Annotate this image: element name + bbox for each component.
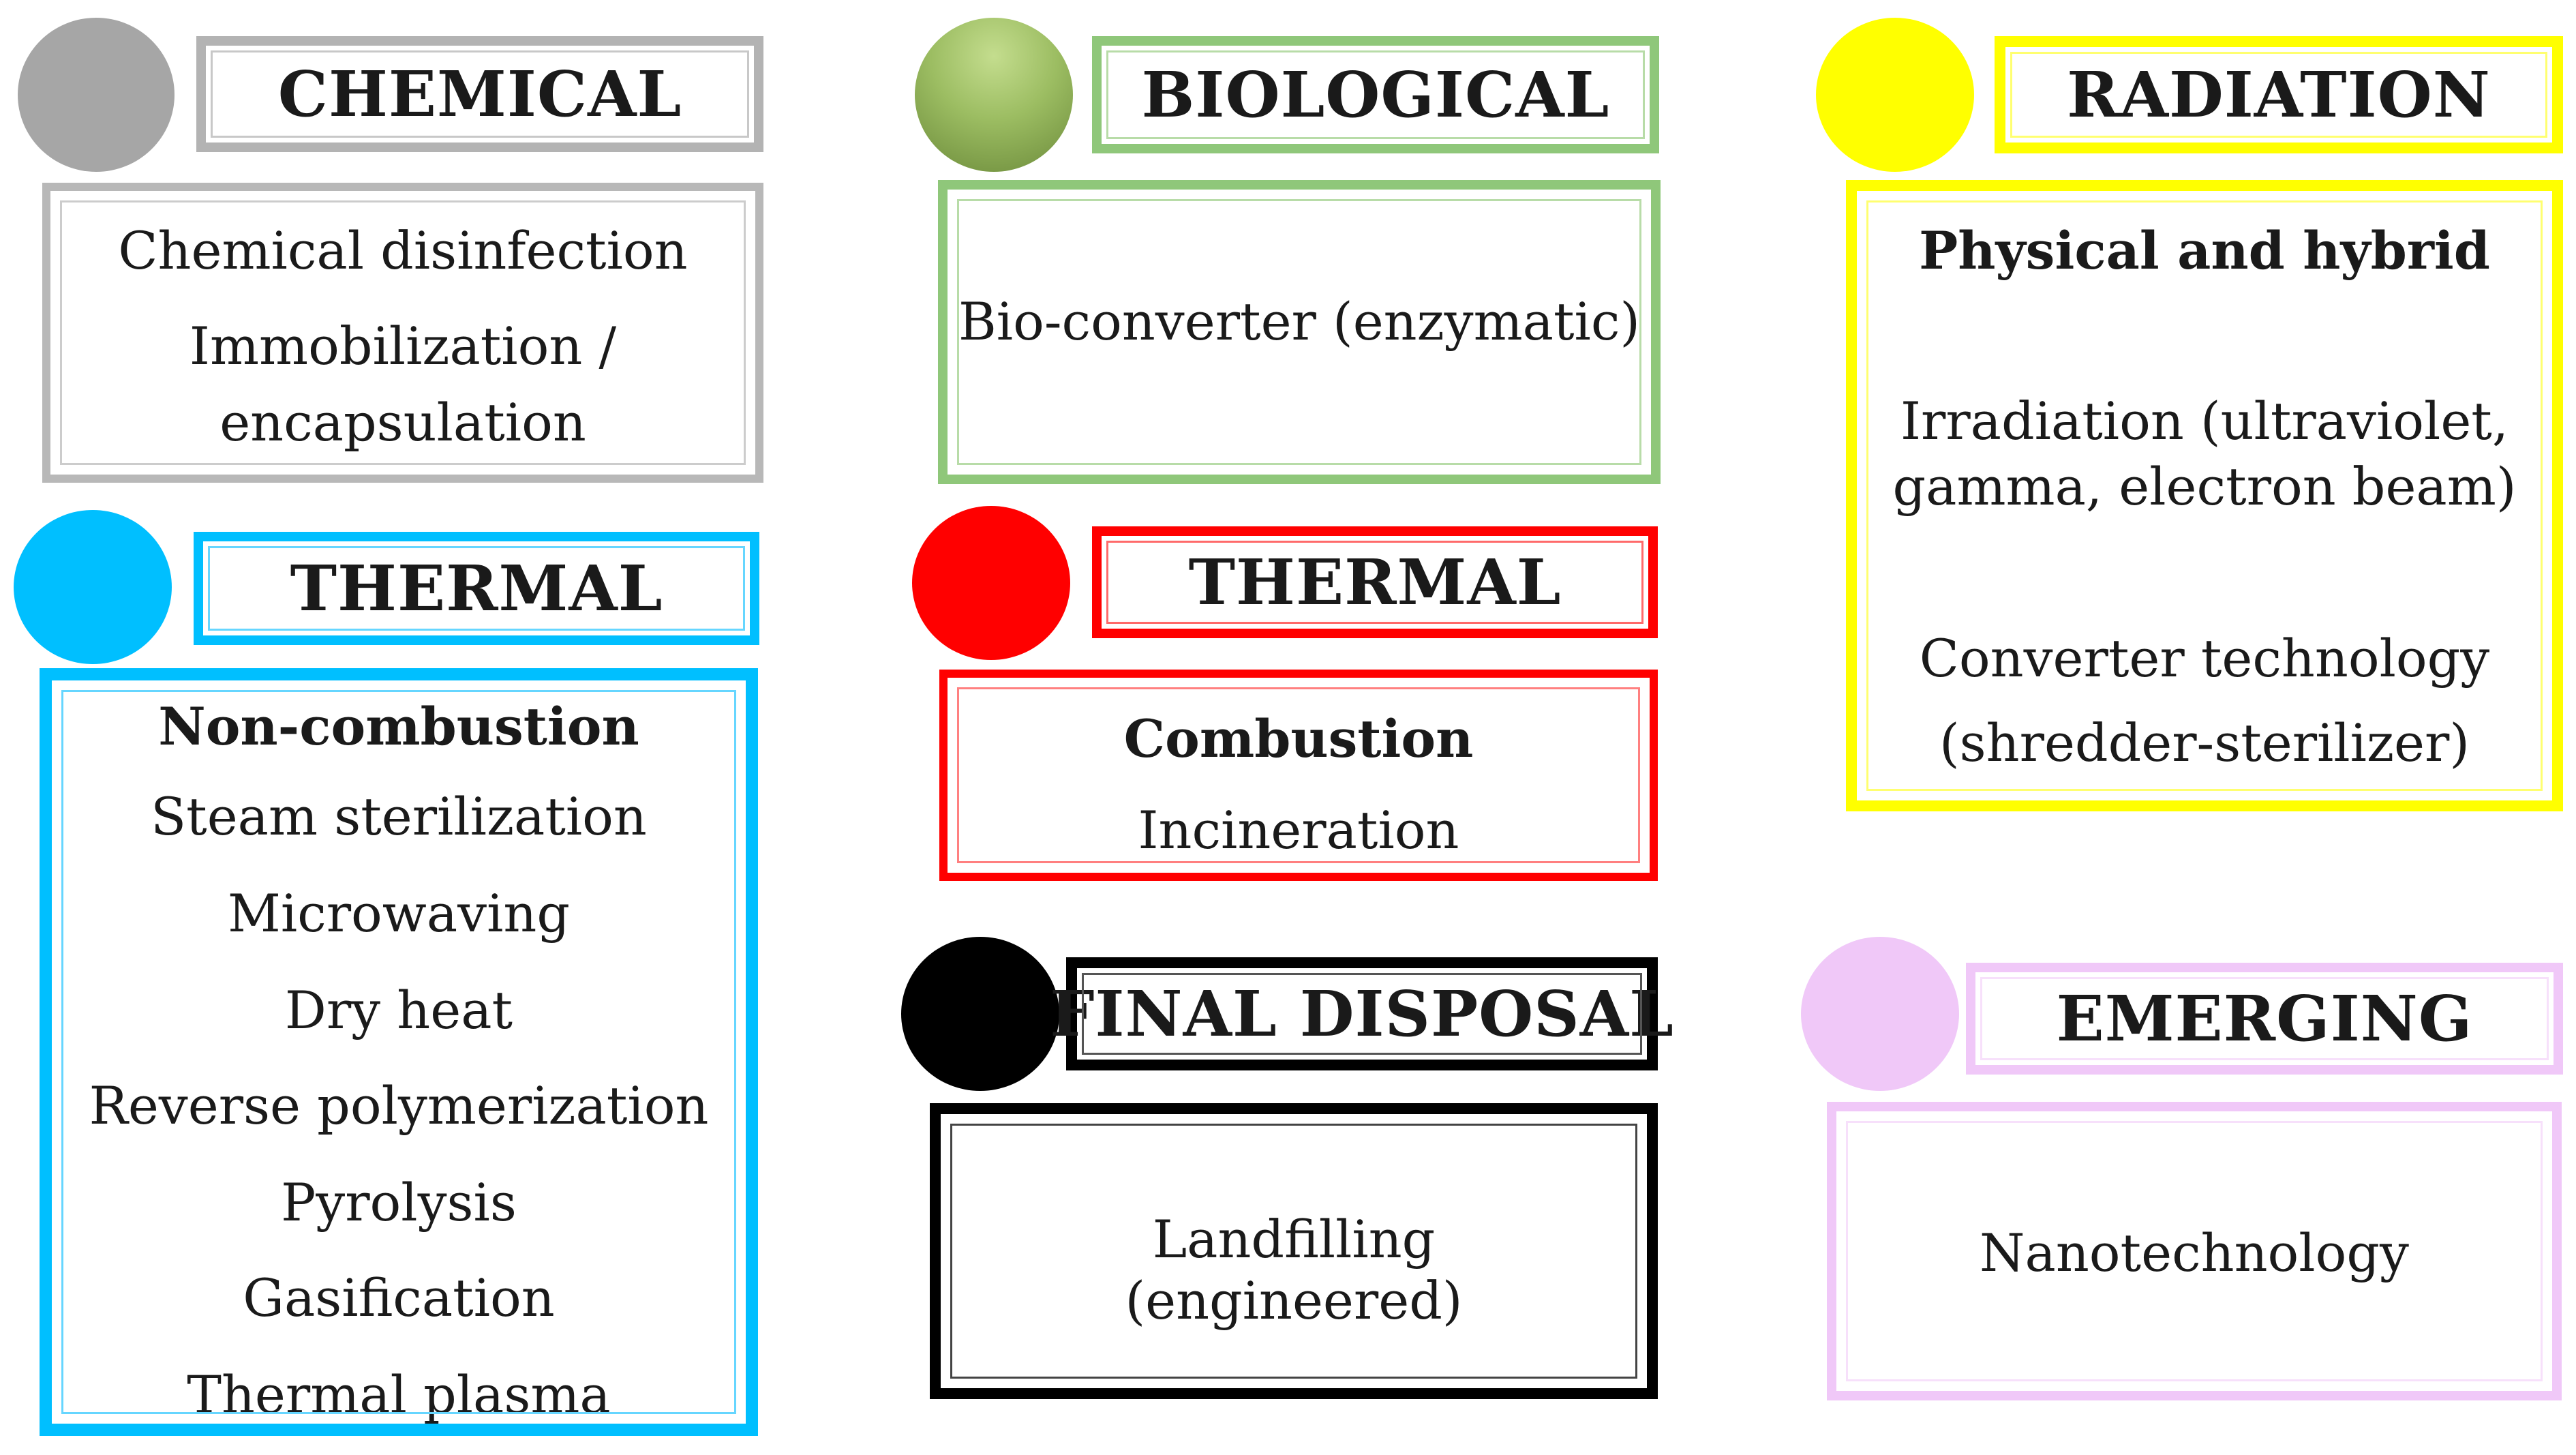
emerging-box: Nanotechnology bbox=[1827, 1102, 2562, 1400]
thermal-noncombustion-box: Non-combustion Steam sterilization Micro… bbox=[40, 668, 758, 1436]
thermal-combustion-item-1: Incineration bbox=[1138, 800, 1459, 860]
final-disposal-item-2: (engineered) bbox=[1125, 1270, 1463, 1331]
biological-title: BIOLOGICAL bbox=[1092, 36, 1659, 153]
emerging-circle-icon bbox=[1801, 937, 1959, 1091]
chemical-item-3: encapsulation bbox=[219, 392, 586, 453]
final-disposal-title: FINAL DISPOSAL bbox=[1050, 957, 1673, 1070]
thermal-noncombustion-item-7: Thermal plasma bbox=[187, 1364, 611, 1425]
radiation-circle-icon bbox=[1816, 18, 1974, 172]
chemical-item-1: Chemical disinfection bbox=[118, 220, 688, 281]
radiation-item-1: Irradiation (ultraviolet, bbox=[1900, 391, 2509, 451]
radiation-item-3: Converter technology bbox=[1919, 628, 2490, 689]
thermal-combustion-heading: Combustion bbox=[1123, 708, 1474, 769]
radiation-box: Physical and hybrid Irradiation (ultravi… bbox=[1846, 180, 2563, 811]
thermal-noncombustion-item-3: Dry heat bbox=[284, 980, 513, 1040]
emerging-item-1: Nanotechnology bbox=[1980, 1222, 2409, 1283]
chemical-box: Chemical disinfection Immobilization / e… bbox=[42, 183, 763, 483]
thermal-noncombustion-item-1: Steam sterilization bbox=[151, 786, 647, 847]
biological-item-1: Bio-converter (enzymatic) bbox=[958, 291, 1641, 352]
chemical-title: CHEMICAL bbox=[196, 36, 763, 152]
thermal-noncombustion-title: THERMAL bbox=[194, 532, 759, 645]
final-disposal-box: Landfilling (engineered) bbox=[930, 1103, 1658, 1399]
thermal-noncombustion-heading: Non-combustion bbox=[158, 696, 639, 757]
radiation-item-2: gamma, electron beam) bbox=[1892, 456, 2517, 517]
thermal-noncombustion-circle-icon bbox=[14, 510, 172, 664]
chemical-circle-icon bbox=[18, 18, 175, 172]
chemical-item-2: Immobilization / bbox=[189, 316, 617, 376]
thermal-combustion-title: THERMAL bbox=[1092, 526, 1658, 638]
emerging-title: EMERGING bbox=[1966, 963, 2563, 1075]
radiation-heading: Physical and hybrid bbox=[1919, 220, 2490, 281]
final-disposal-item-1: Landfilling bbox=[1152, 1209, 1436, 1270]
radiation-item-4: (shredder-sterilizer) bbox=[1939, 712, 2470, 773]
thermal-combustion-circle-icon bbox=[912, 506, 1070, 660]
final-disposal-circle-icon bbox=[901, 937, 1059, 1091]
thermal-noncombustion-item-6: Gasification bbox=[243, 1268, 555, 1328]
biological-box: Bio-converter (enzymatic) bbox=[938, 180, 1661, 484]
thermal-noncombustion-item-4: Reverse polymerization bbox=[89, 1075, 709, 1136]
radiation-title: RADIATION bbox=[1995, 36, 2563, 153]
thermal-combustion-box: Combustion Incineration bbox=[939, 670, 1658, 881]
thermal-noncombustion-item-5: Pyrolysis bbox=[281, 1172, 517, 1233]
biological-circle-icon bbox=[915, 18, 1073, 172]
thermal-noncombustion-item-2: Microwaving bbox=[228, 883, 570, 944]
